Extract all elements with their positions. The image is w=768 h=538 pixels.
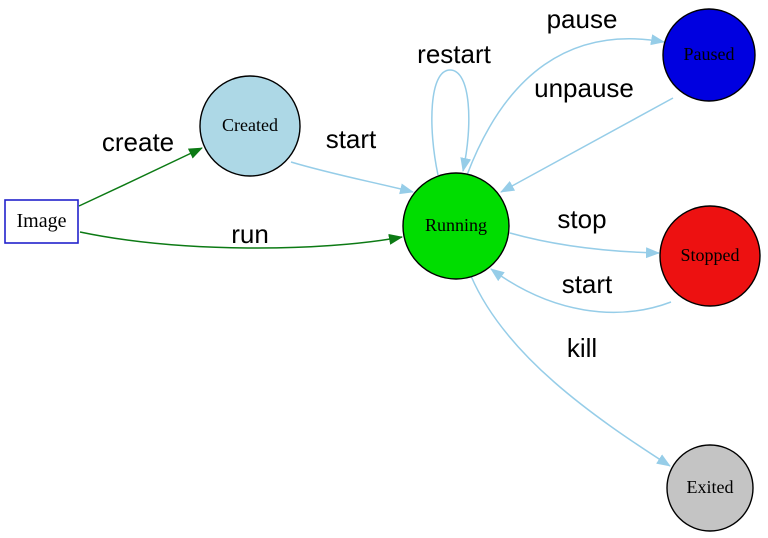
edge-label-create: create — [102, 127, 174, 157]
edge-run — [79, 231, 403, 249]
node-label-stopped: Stopped — [680, 245, 739, 265]
node-running — [402, 172, 510, 280]
edge-kill — [470, 275, 671, 467]
edge-label-pause: pause — [547, 4, 618, 34]
node-label-exited: Exited — [687, 477, 734, 497]
node-label-running: Running — [425, 215, 487, 235]
node-image — [4, 199, 79, 244]
node-created — [199, 75, 301, 177]
edge-label-start2: start — [562, 269, 613, 299]
edge-label-stop: stop — [557, 204, 606, 234]
edge-label-restart: restart — [417, 39, 491, 69]
edge-stop — [509, 232, 660, 259]
edge-unpause — [500, 97, 674, 193]
edge-label-run: run — [231, 219, 269, 249]
edge-create — [78, 147, 203, 207]
node-stopped — [659, 205, 761, 307]
edge-pause — [466, 34, 665, 176]
node-label-created: Created — [222, 115, 278, 135]
edge-label-kill: kill — [567, 333, 597, 363]
edge-start — [290, 161, 414, 195]
edge-label-unpause: unpause — [534, 73, 634, 103]
node-label-image: Image — [17, 210, 67, 232]
node-paused — [662, 8, 756, 102]
edge-start2 — [490, 268, 672, 314]
edge-restart — [431, 69, 472, 176]
edge-label-start: start — [326, 124, 377, 154]
node-label-paused: Paused — [684, 44, 735, 64]
node-exited — [666, 444, 754, 532]
